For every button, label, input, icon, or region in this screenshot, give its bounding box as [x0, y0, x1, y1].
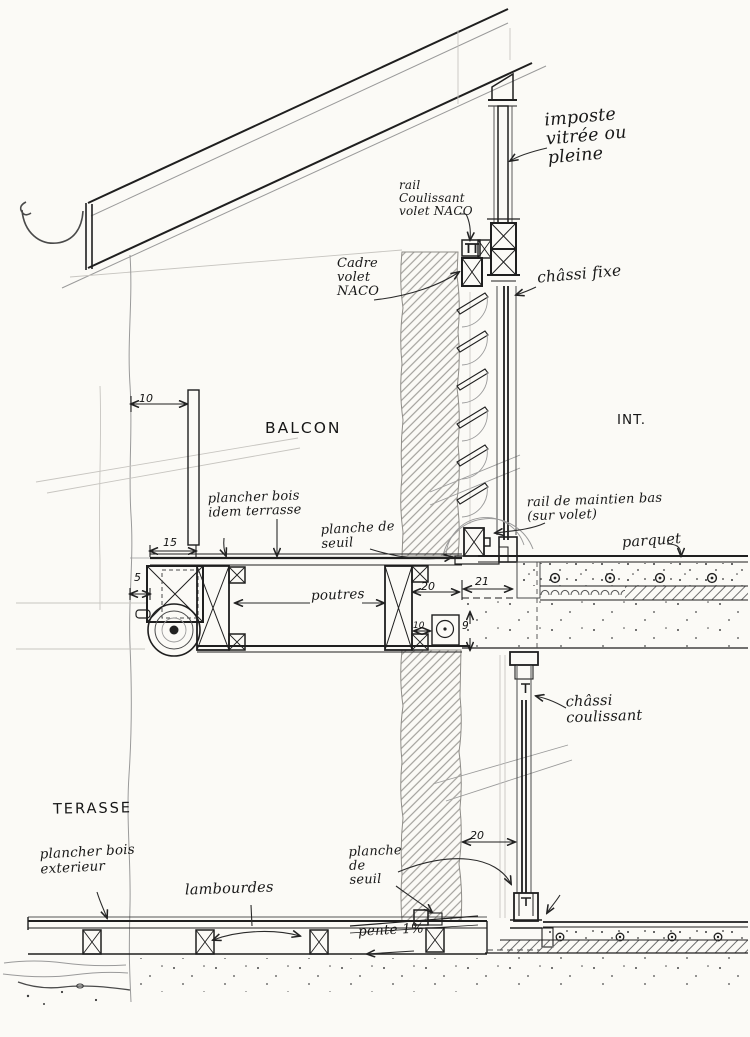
naco-frame — [461, 257, 483, 287]
dim-door-gap-20: 20 — [470, 829, 484, 842]
dim-joist-10: 10 — [413, 621, 425, 631]
imposte-glazing — [493, 105, 513, 224]
label-imposte: imposte vitrée ou pleine — [543, 104, 628, 169]
naco-rail — [461, 239, 481, 257]
label-planche-de-seuil-bas: planche de seuil — [348, 843, 403, 888]
ground-slab — [2, 958, 485, 1005]
label-planche-de-seuil-haut: planche de seuil — [320, 519, 396, 552]
area-label-balcon: BALCON — [265, 419, 342, 437]
roof-fascia — [61, 8, 547, 289]
leader-arrows — [96, 147, 681, 954]
threshold-balcony — [442, 517, 534, 565]
label-rail-volet-naco: rail Coulissant volet NACO — [399, 178, 473, 218]
label-rail-maintien-bas: rail de maintien bas (sur volet) — [526, 490, 663, 525]
interior-floor — [462, 555, 748, 652]
dim-beam-height-9: 9 — [462, 620, 469, 632]
railing-post — [187, 389, 200, 546]
dim-railing-10: 10 — [139, 392, 153, 405]
label-cadre-volet-naco: Cadre volet NACO — [337, 256, 380, 300]
transom-frame — [477, 218, 520, 282]
joist-right — [384, 565, 460, 651]
wall-lower — [400, 649, 463, 922]
label-lambourdes: lambourdes — [184, 879, 274, 899]
dimension-lines — [130, 396, 516, 842]
wall-upper — [400, 251, 460, 557]
fixed-glazing — [496, 286, 517, 540]
label-plancher-idem-terrasse: plancher bois idem terrasse — [207, 488, 302, 521]
interior-ground-floor — [482, 921, 748, 987]
label-chassi-coulissant: châssi coulissant — [565, 692, 643, 726]
window-head — [488, 72, 517, 107]
dim-edge-beam-15: 15 — [163, 536, 177, 549]
construction-lines — [16, 28, 573, 1003]
threshold-ground — [349, 892, 554, 953]
dim-balcony-gap-20: 20 — [421, 580, 435, 593]
area-label-int: INT. — [617, 412, 647, 428]
label-poutres: poutres — [310, 586, 365, 604]
label-pente: pente 1% — [357, 920, 425, 940]
lambourdes-posts — [82, 927, 445, 955]
area-label-terasse: TERASSE — [52, 800, 133, 818]
label-plancher-bois-exterieur: plancher bois exterieur — [39, 841, 136, 878]
sliding-sash — [499, 651, 539, 918]
joist-left — [196, 565, 246, 651]
gutter — [19, 201, 84, 244]
dim-slab-edge-21: 21 — [475, 575, 489, 588]
dim-edge-offset-5: 5 — [134, 571, 141, 584]
drain-pipe — [147, 603, 201, 657]
naco-louvers — [456, 292, 489, 524]
